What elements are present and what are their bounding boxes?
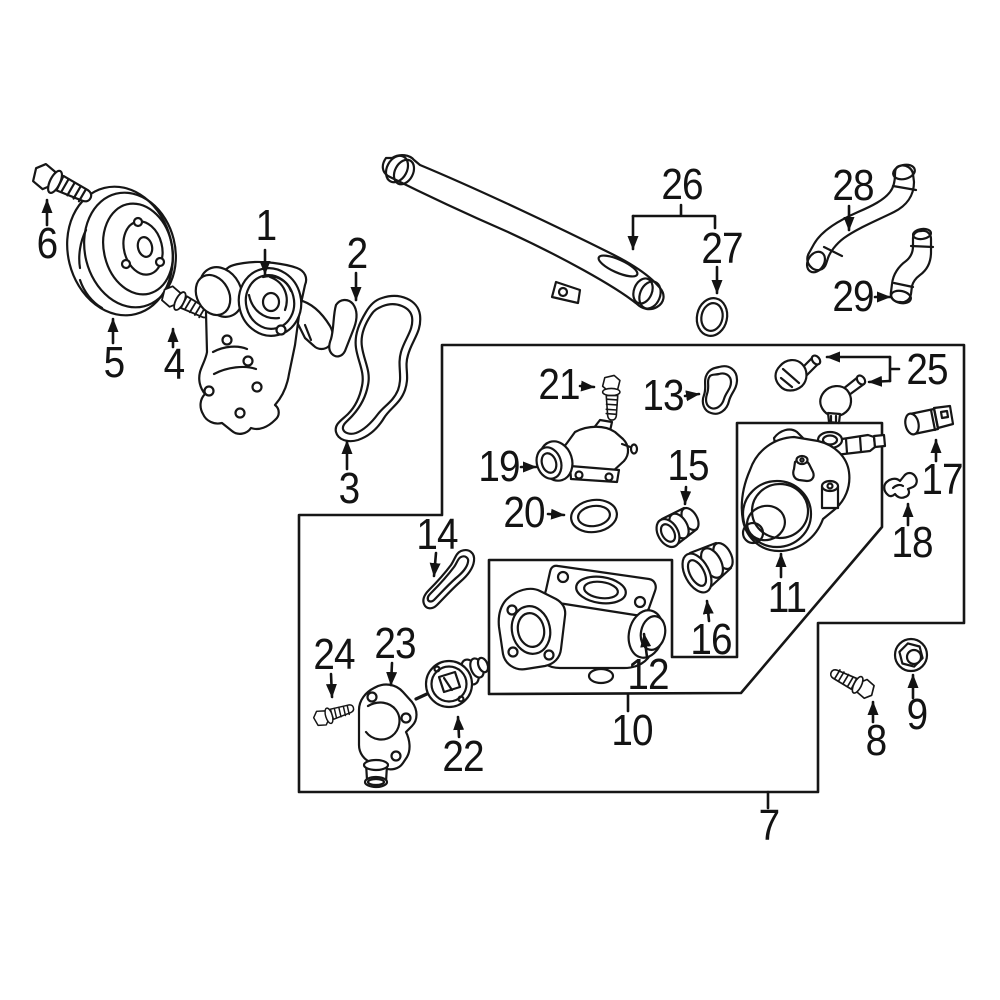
outlet-connector-part [535, 418, 639, 484]
callout-label-27-tube-o-ring: 27 [701, 224, 743, 273]
callout-label-8-flange-bolt: 8 [865, 716, 888, 765]
thermostat-cover-part [357, 683, 418, 789]
callout-label-24-cover-bolt: 24 [313, 630, 355, 679]
callout-label-4-mount-bolt: 4 [163, 340, 186, 389]
callout-label-26-coolant-tube: 26 [661, 160, 703, 209]
callout-label-22-thermostat: 22 [442, 732, 484, 781]
tube-o-ring-part [695, 297, 729, 337]
callout-label-28-coolant-hose-upper: 28 [832, 161, 874, 210]
callout-label-6-pulley-bolt: 6 [36, 219, 59, 268]
callout-label-23-thermostat-cover: 23 [374, 619, 416, 668]
callout-label-3-water-pump-gasket: 3 [338, 464, 361, 513]
callout-label-25-bleed-valve-pair: 25 [906, 345, 948, 394]
seal-strip-part [328, 298, 358, 358]
coolant-tube-part [381, 154, 665, 311]
water-outlet-part [497, 564, 667, 685]
o-ring-part [570, 498, 618, 534]
leader-21 [578, 380, 596, 392]
seal-sleeve-part [681, 541, 734, 594]
leader-20 [546, 508, 566, 520]
callout-label-14-seal-loop: 14 [416, 510, 458, 559]
seal-loop-part [422, 549, 476, 610]
temperature-sensor-part [904, 404, 955, 436]
callout-label-13-housing-gasket: 13 [642, 371, 684, 420]
callout-label-18-retaining-clip: 18 [891, 518, 933, 567]
nut-part [893, 637, 929, 673]
leader-13 [683, 390, 701, 402]
bleed-valve-a-part [774, 354, 822, 392]
callout-label-11-thermostat-housing: 11 [767, 573, 807, 622]
hose-29-part [889, 227, 935, 305]
group-box-7 [297, 343, 966, 794]
leader-15 [680, 485, 692, 506]
leader-14 [429, 551, 441, 578]
leader-23 [386, 661, 398, 687]
callout-label-5-water-pump-pulley: 5 [103, 338, 126, 387]
callout-label-21-housing-bolt: 21 [538, 360, 580, 409]
callout-label-1-water-pump: 1 [255, 201, 278, 250]
leader-22 [453, 715, 465, 739]
leader-26-bracket [631, 203, 717, 230]
callout-label-7-thermostat-assembly-group-box: 7 [758, 801, 781, 850]
leader-12 [640, 632, 652, 659]
callout-label-2-seal-strip: 2 [346, 229, 369, 278]
leader-25b [867, 375, 892, 387]
callout-leaders [41, 198, 942, 810]
connector-sleeve-part [655, 506, 700, 549]
thermostat-part [414, 656, 490, 709]
callout-label-10-water-outlet-sub-box: 10 [611, 706, 653, 755]
callout-label-15-connector-sleeve: 15 [667, 441, 709, 490]
thermostat-housing-part [740, 428, 887, 553]
leader-24 [325, 672, 337, 699]
retaining-clip-part [883, 471, 918, 499]
callout-label-16-seal-sleeve: 16 [690, 615, 732, 664]
housing-gasket-part [701, 365, 739, 415]
pulley-part [66, 185, 177, 317]
callout-label-12-water-outlet: 12 [627, 650, 669, 699]
leader-25-bracket [888, 355, 901, 383]
water-pump-part [194, 260, 334, 435]
hose-28-part [805, 163, 918, 274]
bleed-valve-b-part [819, 374, 867, 425]
callout-label-29-coolant-hose-lower: 29 [832, 272, 874, 321]
callout-label-20-o-ring: 20 [503, 488, 545, 537]
sub-box-10-11 [487, 421, 884, 696]
callout-label-17-temperature-sensor: 17 [921, 455, 963, 504]
callout-label-19-outlet-connector: 19 [478, 442, 520, 491]
callout-label-9-flange-nut: 9 [906, 690, 929, 739]
leader-16 [702, 599, 714, 623]
